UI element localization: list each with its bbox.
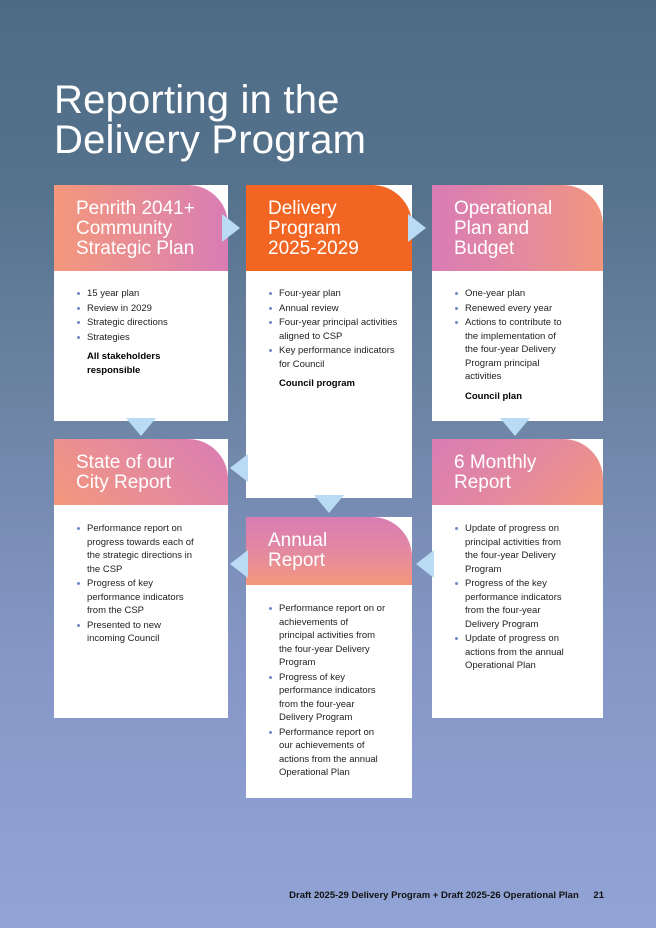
list-item: Strategies [76,331,226,345]
csp-title-line: Community [76,218,173,239]
operational-plan-card-header: Operational Plan and Budget [432,185,603,271]
csp-card-body: 15 year plan Review in 2029 Strategic di… [76,287,226,377]
state-city-title-line: City Report [76,472,172,493]
arrow-left-icon [230,454,248,482]
list-item: 15 year plan [76,287,226,301]
state-city-list: Performance report on progress towards e… [76,522,194,646]
list-item: Update of progress on actions from the a… [454,632,574,673]
annual-title-line: Annual [268,530,328,551]
delivery-list: Four-year plan Annual review Four-year p… [268,287,408,371]
state-of-city-card-body: Performance report on progress towards e… [76,522,194,647]
monthly-title-line: 6 Monthly [454,452,537,473]
operational-plan-card: Operational Plan and Budget One-year pla… [432,185,603,421]
six-monthly-report-card-body: Update of progress on principal activiti… [454,522,574,674]
list-item: Performance report on progress towards e… [76,522,194,576]
footer-document-title: Draft 2025-29 Delivery Program + Draft 2… [289,890,579,901]
list-item: Presented to new incoming Council [76,619,194,646]
list-item: One-year plan [454,287,566,301]
list-item: Progress of the key performance indicato… [454,577,574,631]
csp-title-line: Penrith 2041+ [76,198,195,219]
page-footer: Draft 2025-29 Delivery Program + Draft 2… [289,890,604,901]
arrow-down-icon [500,418,530,436]
list-item: Performance report on our achievements o… [268,726,386,780]
state-of-city-card-header: State of our City Report [54,439,228,505]
csp-card: Penrith 2041+ Community Strategic Plan 1… [54,185,228,421]
annual-report-card-header: Annual Report [246,517,412,585]
state-of-city-card: State of our City Report Performance rep… [54,439,228,718]
six-monthly-report-card-header: 6 Monthly Report [432,439,603,505]
delivery-program-card: Delivery Program 2025-2029 Four-year pla… [246,185,412,498]
csp-responsibility-note: All stakeholders responsible [76,350,226,377]
arrow-right-icon [408,214,426,242]
list-item: Renewed every year [454,302,566,316]
csp-title-line: Strategic Plan [76,238,195,259]
list-item: Review in 2029 [76,302,226,316]
list-item: Update of progress on principal activiti… [454,522,574,576]
operational-title-line: Operational [454,198,553,219]
arrow-left-icon [416,550,434,578]
page-title-line-2: Delivery Program [54,118,367,162]
annual-report-card: Annual Report Performance report on or a… [246,517,412,798]
list-item: Performance report on or achievements of… [268,602,386,670]
list-item: Four-year plan [268,287,408,301]
annual-report-card-body: Performance report on or achievements of… [268,602,386,781]
delivery-title-line: Program [268,218,341,239]
annual-list: Performance report on or achievements of… [268,602,386,780]
note-line: responsible [87,364,141,376]
arrow-left-icon [230,550,248,578]
list-item: Progress of key performance indicators f… [76,577,194,618]
operational-plan-card-body: One-year plan Renewed every year Actions… [454,287,566,403]
six-monthly-report-card: 6 Monthly Report Update of progress on p… [432,439,603,718]
delivery-title-line: 2025-2029 [268,238,359,259]
csp-list: 15 year plan Review in 2029 Strategic di… [76,287,226,344]
delivery-program-card-body: Four-year plan Annual review Four-year p… [268,287,408,391]
delivery-note: Council program [279,378,356,389]
page-number: 21 [593,890,604,901]
note-line: All stakeholders [87,351,161,362]
page-title-line-1: Reporting in the [54,78,340,122]
page-title: Reporting in the Delivery Program [54,80,366,160]
operational-list: One-year plan Renewed every year Actions… [454,287,566,384]
list-item: Four-year principal activities aligned t… [268,316,408,343]
arrow-down-icon [314,495,344,513]
arrow-down-icon [126,418,156,436]
list-item: Annual review [268,302,408,316]
operational-title-line: Plan and [454,218,530,239]
list-item: Key performance indicators for Council [268,344,408,371]
operational-title-line: Budget [454,238,515,259]
list-item: Actions to contribute to the implementat… [454,316,566,384]
operational-note: Council plan [465,390,522,402]
csp-card-header: Penrith 2041+ Community Strategic Plan [54,185,228,271]
list-item: Strategic directions [76,316,226,330]
delivery-program-card-header: Delivery Program 2025-2029 [246,185,412,271]
arrow-right-icon [222,214,240,242]
annual-title-line: Report [268,550,326,571]
delivery-title-line: Delivery [268,198,337,219]
monthly-title-line: Report [454,472,512,493]
list-item: Progress of key performance indicators f… [268,671,386,725]
state-city-title-line: State of our [76,452,175,473]
monthly-list: Update of progress on principal activiti… [454,522,574,673]
